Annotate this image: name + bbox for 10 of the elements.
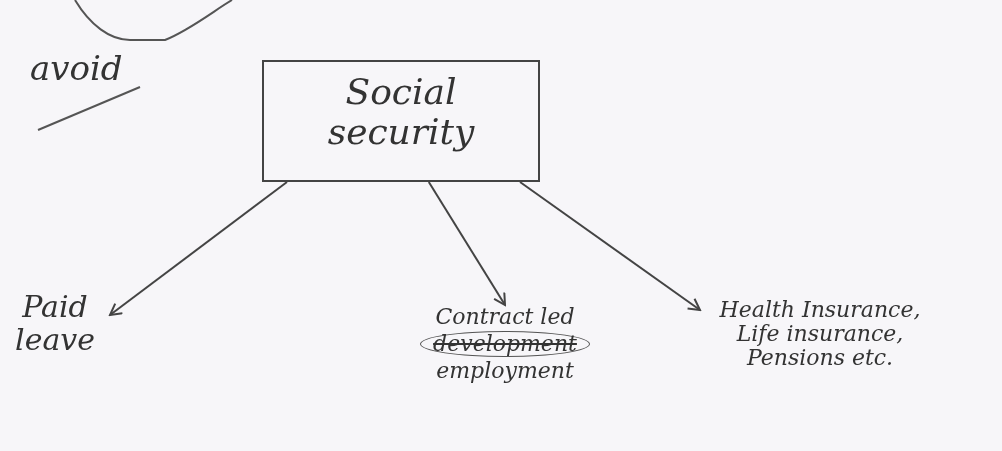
node-text: Social security [326,72,476,152]
node-text: employment [435,359,575,384]
arrow [427,181,506,306]
node-text: Contract led [434,305,576,330]
node-text: Paid leave [14,290,96,356]
node-text: Health Insurance, Life insurance, Pensions etc. [718,298,922,371]
arrow [519,181,701,311]
arrow [109,181,288,316]
process-box [262,60,540,182]
note-text: avoid [30,48,123,88]
